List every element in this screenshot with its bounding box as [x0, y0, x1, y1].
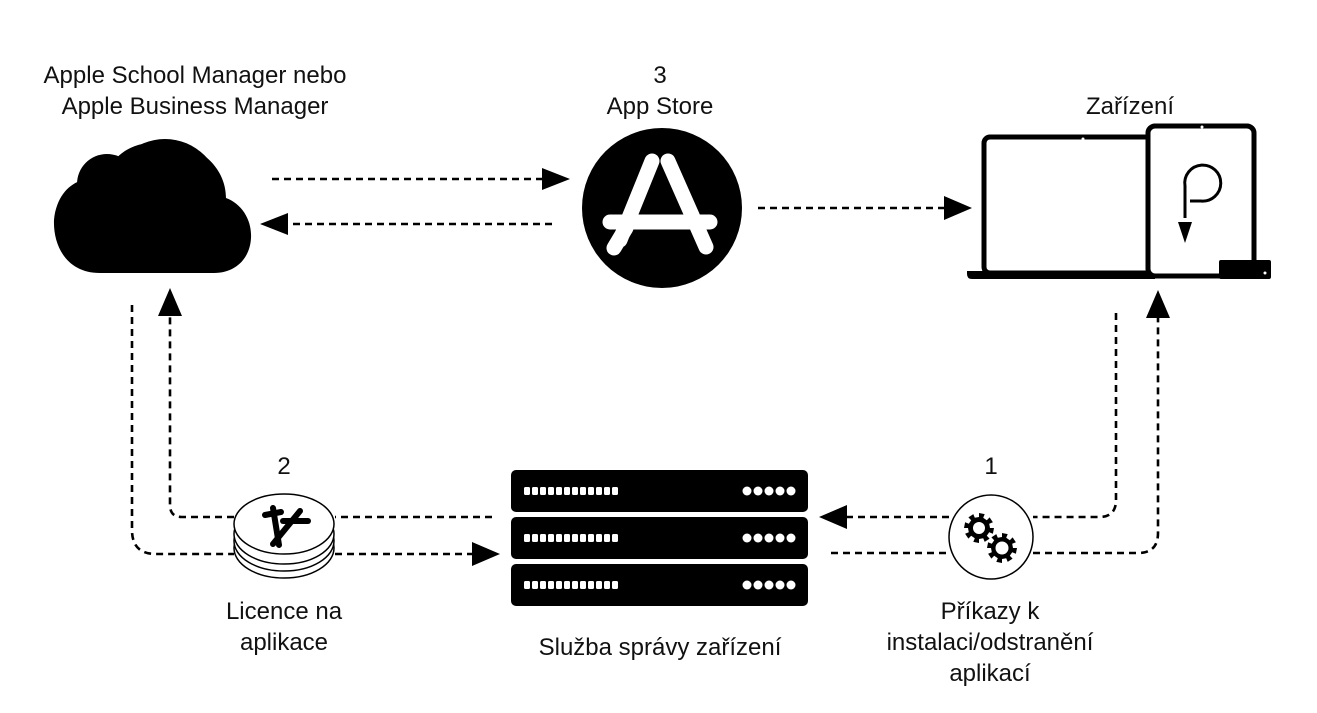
server-led-bar: [540, 534, 546, 542]
server-status-dot: [742, 580, 752, 590]
server-status-dot: [775, 533, 785, 543]
gears-icon: [948, 494, 1034, 580]
server-status-dot: [753, 580, 763, 590]
server-led-bar: [564, 581, 570, 589]
server-led-bar: [524, 534, 530, 542]
server-led-bar: [612, 487, 618, 495]
server-status-dot: [742, 533, 752, 543]
server-led-bar: [596, 534, 602, 542]
app-store-stroke-right: [660, 153, 714, 255]
step-number-2: 2: [277, 453, 291, 480]
commands-label-line2: instalaci/odstranění: [886, 629, 1094, 656]
server-status-dot: [786, 580, 796, 590]
server-led-bar: [580, 487, 586, 495]
server-unit: [511, 517, 808, 559]
server-status-dot: [775, 486, 785, 496]
licenses-label-line2: aplikace: [239, 629, 329, 656]
step-number-3: 3: [653, 62, 667, 89]
commands-label-line3: aplikací: [949, 660, 1031, 687]
licenses-label-line1: Licence na: [225, 598, 343, 625]
arrow-manager-to-mdm: [130, 305, 500, 566]
server-status-dot: [742, 486, 752, 496]
devices-icon: [967, 123, 1271, 279]
server-led-bar: [604, 534, 610, 542]
server-led-bar: [572, 581, 578, 589]
server-led-bar: [588, 534, 594, 542]
gear-hole: [973, 522, 985, 534]
app-store-icon: [582, 128, 742, 288]
server-led-bar: [524, 581, 530, 589]
server-led-bar: [524, 487, 530, 495]
server-status-dot: [786, 533, 796, 543]
server-status-dot: [753, 533, 763, 543]
license-stack-icon: [233, 493, 335, 579]
licenses-label: Licence na aplikace: [184, 596, 384, 658]
tablet-icon: [1145, 123, 1257, 279]
server-led-bar: [556, 534, 562, 542]
server-led-bar: [612, 534, 618, 542]
server-led-bar: [580, 581, 586, 589]
server-status-dot: [753, 486, 763, 496]
gear-hole: [995, 541, 1009, 555]
server-status-dot: [764, 486, 774, 496]
devices-label: Zařízení: [1085, 93, 1175, 120]
arrow-appstore-to-manager: [260, 213, 552, 235]
mdm-label: Služba správy zařízení: [538, 634, 782, 661]
server-led-bar: [588, 581, 594, 589]
arrow-manager-to-appstore: [272, 168, 570, 190]
server-led-bar: [588, 487, 594, 495]
arrow-mdm-to-devices: [831, 290, 1170, 555]
server-led-bar: [540, 581, 546, 589]
server-led-bar: [532, 581, 538, 589]
server-led-bar: [564, 534, 570, 542]
laptop-icon: [967, 134, 1157, 279]
server-led-bar: [604, 581, 610, 589]
server-led-bar: [556, 581, 562, 589]
server-led-bar: [564, 487, 570, 495]
server-led-bar: [540, 487, 546, 495]
arrow-devices-to-mdm: [819, 313, 1118, 529]
server-status-dot: [786, 486, 796, 496]
server-led-bar: [556, 487, 562, 495]
server-unit: [511, 564, 808, 606]
app-store-label: 3 App Store: [560, 60, 760, 122]
commands-label-line1: Příkazy k: [940, 598, 1040, 625]
tv-box-icon: [1219, 260, 1271, 279]
server-led-bar: [548, 534, 554, 542]
server-led-bar: [596, 581, 602, 589]
server-led-bar: [548, 487, 554, 495]
server-led-bar: [572, 487, 578, 495]
server-led-bar: [548, 581, 554, 589]
arrow-appstore-to-devices: [758, 196, 972, 220]
cloud-icon: [53, 139, 252, 273]
server-led-bar: [532, 534, 538, 542]
server-unit: [511, 470, 808, 512]
step-number-1: 1: [984, 453, 998, 480]
arrow-mdm-to-manager: [158, 288, 492, 519]
server-rack-icon: [511, 470, 808, 606]
manager-label: Apple School Manager nebo Apple Business…: [0, 60, 390, 122]
manager-label-line1: Apple School Manager nebo: [43, 62, 347, 89]
server-led-bar: [580, 534, 586, 542]
server-status-dot: [764, 580, 774, 590]
server-status-dot: [775, 580, 785, 590]
commands-label: Příkazy k instalaci/odstranění aplikací: [860, 596, 1120, 689]
manager-label-line2: Apple Business Manager: [61, 93, 329, 120]
server-led-bar: [532, 487, 538, 495]
server-status-dot: [764, 533, 774, 543]
server-led-bar: [596, 487, 602, 495]
server-led-bar: [572, 534, 578, 542]
server-led-bar: [612, 581, 618, 589]
app-store-title: App Store: [606, 93, 714, 120]
server-led-bar: [604, 487, 610, 495]
